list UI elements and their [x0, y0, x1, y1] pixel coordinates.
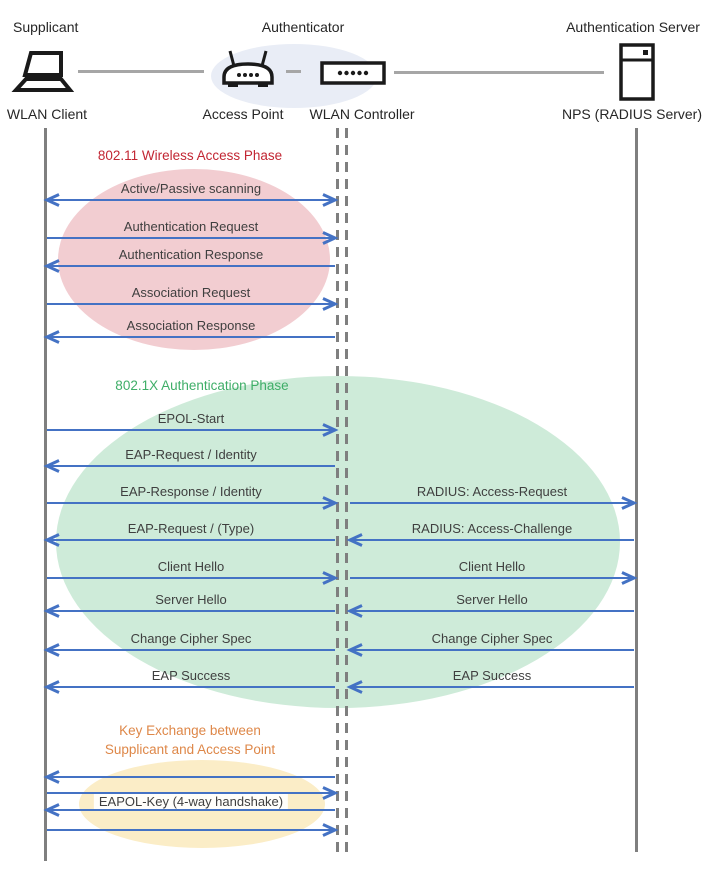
message-arrow [43, 604, 335, 618]
lifeline-nps-server [635, 128, 638, 852]
connector-line [394, 71, 604, 74]
message-label: EAP-Response / Identity [120, 484, 262, 499]
lifeline-wlan-controller-dashed-2 [345, 128, 348, 852]
message-label: Authentication Response [118, 247, 264, 262]
message-arrow [43, 330, 335, 344]
message-arrow [43, 459, 335, 473]
message-label: Server Hello [155, 592, 227, 607]
phase3-title-line2: Supplicant and Access Point [104, 742, 276, 757]
access-point-icon [222, 50, 274, 87]
message-arrow [43, 770, 335, 784]
phase3-title: Key Exchange between Supplicant and Acce… [105, 721, 275, 759]
wlan-controller-icon [320, 61, 386, 85]
phase3-title-line1: Key Exchange between [119, 723, 261, 738]
message-arrow [47, 571, 339, 585]
message-label: RADIUS: Access-Request [416, 484, 568, 499]
role-label-authenticator: Authenticator [261, 19, 345, 35]
message-label: Association Request [131, 285, 251, 300]
message-label: Change Cipher Spec [130, 631, 252, 646]
server-icon [619, 43, 655, 101]
message-arrow [346, 643, 634, 657]
role-label-supplicant: Supplicant [13, 19, 79, 35]
message-label: EAP-Request / Identity [125, 447, 257, 462]
message-label: EAP-Request / (Type) [127, 521, 255, 536]
role-label-authentication-server: Authentication Server [566, 19, 700, 35]
message-arrow [346, 680, 634, 694]
message-arrow [47, 423, 339, 437]
message-arrow [43, 533, 335, 547]
message-label: EPOL-Start [157, 411, 225, 426]
connector-line [286, 70, 301, 73]
message-arrow [43, 680, 335, 694]
message-label: RADIUS: Access-Challenge [411, 521, 573, 536]
device-label-nps: NPS (RADIUS Server) [561, 106, 703, 122]
message-arrow [346, 533, 634, 547]
laptop-icon [11, 51, 74, 92]
phase2-title: 802.1X Authentication Phase [115, 378, 289, 393]
device-label-wlan-client: WLAN Client [6, 106, 88, 122]
message-arrow [47, 786, 339, 800]
message-label: Client Hello [458, 559, 526, 574]
message-label: Client Hello [157, 559, 225, 574]
message-arrow [346, 604, 634, 618]
message-label: Active/Passive scanning [120, 181, 262, 196]
device-label-wlan-controller: WLAN Controller [309, 106, 415, 122]
phase1-title: 802.11 Wireless Access Phase [97, 148, 283, 163]
message-label: Change Cipher Spec [431, 631, 553, 646]
lifeline-wlan-client [44, 128, 47, 861]
message-arrow [47, 297, 339, 311]
message-arrow [43, 803, 335, 817]
connector-line [78, 70, 204, 73]
message-arrow [47, 231, 339, 245]
message-arrow [43, 193, 339, 207]
message-label: Server Hello [456, 592, 528, 607]
message-arrow [350, 571, 638, 585]
message-label: EAPOL-Key (4-way handshake) [93, 794, 289, 810]
lifeline-wlan-controller-dashed-1 [336, 128, 339, 852]
device-label-access-point: Access Point [202, 106, 284, 122]
message-arrow [43, 643, 335, 657]
message-label: EAP Success [151, 668, 231, 683]
message-label: Authentication Request [123, 219, 259, 234]
message-arrow [47, 496, 339, 510]
message-arrow [350, 496, 638, 510]
message-arrow [43, 259, 335, 273]
message-label: Association Response [126, 318, 256, 333]
message-label: EAP Success [452, 668, 532, 683]
message-arrow [47, 823, 339, 837]
